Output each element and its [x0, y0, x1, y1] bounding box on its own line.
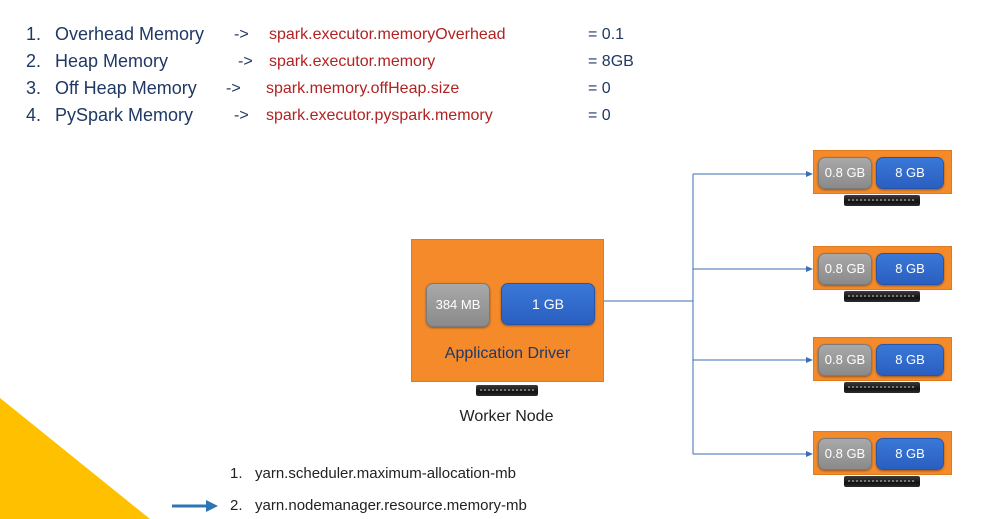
application-driver-box: 384 MB 1 GB Application Driver: [411, 239, 604, 382]
yarn-config-number: 2.: [230, 497, 243, 514]
config-number: 4.: [26, 105, 42, 125]
executor-box: 0.8 GB 8 GB: [813, 431, 952, 475]
config-name: PySpark Memory: [55, 105, 194, 125]
yarn-config-text: yarn.scheduler.maximum-allocation-mb: [255, 465, 516, 482]
executor-box: 0.8 GB 8 GB: [813, 150, 952, 194]
executor-heap-memory: 8 GB: [876, 253, 944, 285]
executor-heap-label: 8 GB: [895, 261, 925, 276]
config-value: = 0: [588, 80, 611, 97]
executor-box: 0.8 GB 8 GB: [813, 246, 952, 290]
config-value: = 0: [588, 107, 611, 124]
executor-overhead-label: 0.8 GB: [824, 446, 866, 461]
worker-node-server-icon: [476, 385, 538, 396]
yarn-config-number: 1.: [230, 465, 243, 482]
driver-heap-memory: 1 GB: [501, 283, 595, 325]
config-property: spark.executor.pyspark.memory: [266, 107, 493, 124]
config-property: spark.executor.memory: [269, 53, 436, 70]
config-arrow: ->: [234, 26, 249, 43]
executor-overhead-label: 0.8 GB: [824, 261, 866, 276]
config-arrow: ->: [234, 107, 249, 124]
config-number: 1.: [26, 24, 42, 44]
executor-overhead-label: 0.8 GB: [824, 352, 866, 367]
driver-overhead-label: 384 MB: [435, 297, 481, 312]
config-arrow: ->: [238, 53, 253, 70]
connector-arrowheads: [806, 171, 813, 457]
executor-heap-memory: 8 GB: [876, 157, 944, 189]
config-property: spark.memory.offHeap.size: [266, 80, 460, 97]
executor-overhead-memory: 0.8 GB: [818, 438, 872, 470]
executor-heap-memory: 8 GB: [876, 344, 944, 376]
executor-heap-label: 8 GB: [895, 165, 925, 180]
config-property: spark.executor.memoryOverhead: [269, 26, 506, 43]
config-name: Overhead Memory: [55, 24, 205, 44]
config-name: Heap Memory: [55, 51, 169, 71]
executor-box: 0.8 GB 8 GB: [813, 337, 952, 381]
executor-overhead-memory: 0.8 GB: [818, 344, 872, 376]
executor-server-icon: [844, 195, 920, 206]
driver-title: Application Driver: [444, 345, 571, 362]
config-value: = 8GB: [588, 53, 634, 70]
yarn-config-text: yarn.nodemanager.resource.memory-mb: [255, 497, 527, 514]
executor-overhead-memory: 0.8 GB: [818, 253, 872, 285]
driver-overhead-memory: 384 MB: [426, 283, 490, 327]
executor-heap-memory: 8 GB: [876, 438, 944, 470]
executor-server-icon: [844, 476, 920, 487]
config-number: 2.: [26, 51, 42, 71]
executor-overhead-label: 0.8 GB: [824, 165, 866, 180]
executor-heap-label: 8 GB: [895, 352, 925, 367]
executor-server-icon: [844, 382, 920, 393]
config-name: Off Heap Memory: [55, 78, 197, 98]
config-value: = 0.1: [588, 26, 625, 43]
executor-overhead-memory: 0.8 GB: [818, 157, 872, 189]
yarn-pointer-arrow: [172, 500, 218, 512]
config-arrow: ->: [226, 80, 241, 97]
corner-decoration: [0, 398, 150, 519]
driver-heap-label: 1 GB: [532, 296, 564, 312]
worker-node-label: Worker Node: [459, 408, 554, 425]
executor-heap-label: 8 GB: [895, 446, 925, 461]
executor-server-icon: [844, 291, 920, 302]
config-number: 3.: [26, 78, 42, 98]
driver-executor-connectors: [602, 173, 808, 455]
